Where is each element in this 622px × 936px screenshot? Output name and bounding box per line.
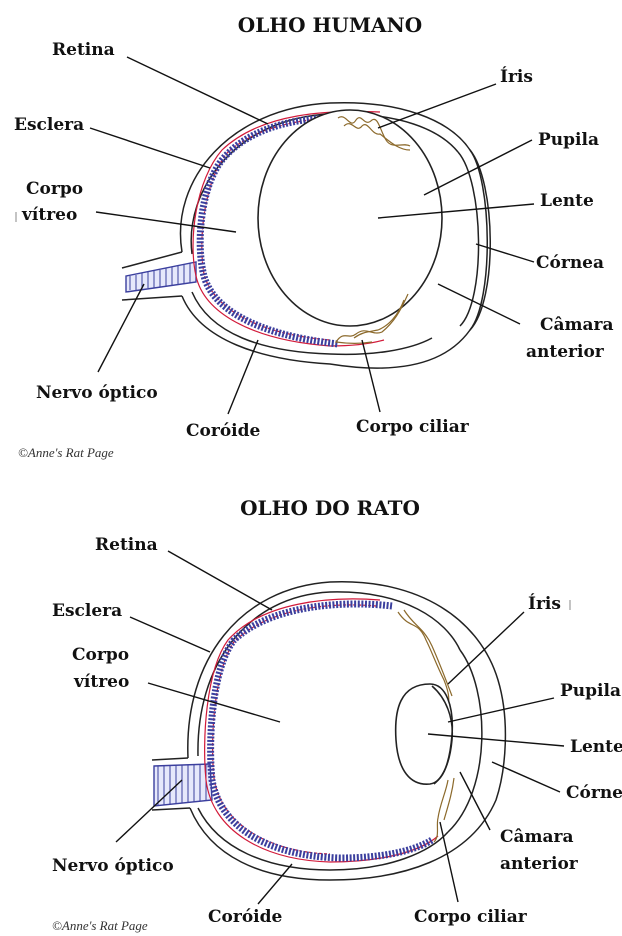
rat-eye-title: OLHO DO RATO bbox=[240, 496, 420, 520]
rat-label-iris: Íris bbox=[528, 593, 561, 614]
rat-labels: Retina Esclera Corpo vítreo Íris Pupila … bbox=[52, 535, 622, 933]
human-cornea bbox=[458, 152, 479, 326]
human-label-camara: Câmara bbox=[540, 315, 614, 335]
rat-label-vitreo: vítreo bbox=[73, 672, 129, 692]
rat-label-corpo: Corpo bbox=[72, 645, 129, 665]
rat-credit: ©Anne's Rat Page bbox=[52, 918, 148, 933]
rat-label-retina: Retina bbox=[95, 535, 158, 555]
rat-label-anterior: anterior bbox=[500, 854, 579, 874]
human-lens bbox=[258, 110, 442, 326]
rat-label-corpo-ciliar: Corpo ciliar bbox=[414, 907, 528, 927]
rat-label-lente: Lente bbox=[570, 737, 622, 757]
rat-label-cornea: Córne bbox=[566, 783, 622, 803]
human-label-corpo: Corpo bbox=[26, 179, 83, 199]
rat-eye-diagram: OLHO DO RATO bbox=[152, 496, 505, 880]
human-label-vitreo: vítreo bbox=[21, 205, 77, 225]
human-optic-nerve bbox=[122, 252, 196, 300]
human-label-retina: Retina bbox=[52, 40, 115, 60]
rat-sclera bbox=[188, 582, 506, 880]
human-label-pupila: Pupila bbox=[538, 130, 599, 150]
rat-label-nervo: Nervo óptico bbox=[52, 856, 174, 876]
rat-label-coroide: Coróide bbox=[208, 907, 283, 927]
human-label-coroide: Coróide bbox=[186, 421, 261, 441]
human-label-cornea: Córnea bbox=[536, 253, 604, 273]
rat-ciliary-body bbox=[434, 780, 448, 842]
human-label-iris: Íris bbox=[500, 66, 533, 87]
human-label-lente: Lente bbox=[540, 191, 594, 211]
human-eye-title: OLHO HUMANO bbox=[238, 13, 422, 37]
human-eye-diagram: OLHO HUMANO bbox=[122, 13, 490, 368]
rat-optic-nerve bbox=[152, 758, 212, 810]
human-label-anterior: anterior bbox=[526, 342, 605, 362]
human-label-corpo-ciliar: Corpo ciliar bbox=[356, 417, 470, 437]
human-label-nervo: Nervo óptico bbox=[36, 383, 158, 403]
human-label-esclera: Esclera bbox=[14, 115, 84, 135]
rat-label-pupila: Pupila bbox=[560, 681, 621, 701]
rat-label-esclera: Esclera bbox=[52, 601, 122, 621]
human-credit: ©Anne's Rat Page bbox=[18, 445, 114, 460]
rat-label-camara: Câmara bbox=[500, 827, 574, 847]
